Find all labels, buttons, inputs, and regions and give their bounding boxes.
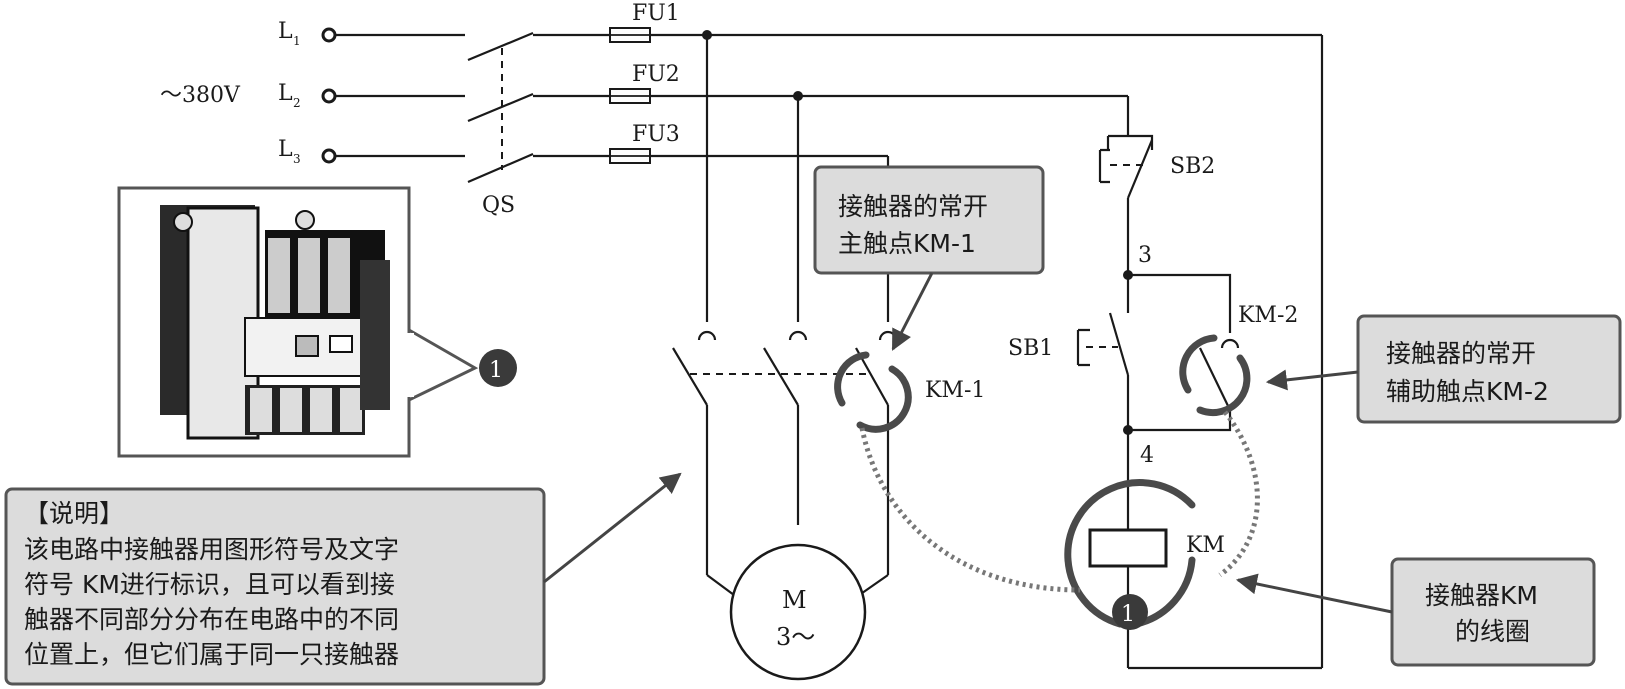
coil-badge: 1: [1112, 594, 1148, 630]
svg-text:3～: 3～: [776, 623, 815, 651]
svg-text:2: 2: [293, 96, 301, 110]
voltage-label: ～380V: [160, 83, 241, 108]
svg-text:SB1: SB1: [1008, 336, 1053, 361]
svg-text:SB2: SB2: [1170, 154, 1215, 179]
svg-text:辅助触点KM-2: 辅助触点KM-2: [1386, 377, 1549, 406]
svg-text:FU2: FU2: [632, 62, 680, 87]
km1-label: KM-1: [925, 378, 985, 403]
svg-text:触器不同部分分布在电路中的不同: 触器不同部分分布在电路中的不同: [24, 605, 399, 634]
explanation-note: 【说明】 该电路中接触器用图形符号及文字 符号 KM进行标识，且可以看到接 触器…: [4, 472, 682, 686]
svg-text:L: L: [278, 137, 293, 162]
terminal-l2: ～380V L 2: [160, 81, 337, 110]
km2-label: KM-2: [1238, 303, 1298, 328]
contactor-illustration: [160, 205, 390, 440]
motor: M 3～: [706, 543, 889, 681]
svg-text:接触器KM: 接触器KM: [1425, 581, 1538, 610]
sb2-button: SB2: [1098, 134, 1215, 275]
callout-main-contact: 接触器的常开 主触点KM-1: [813, 165, 1045, 351]
svg-text:接触器的常开: 接触器的常开: [838, 192, 988, 221]
svg-text:符号 KM进行标识，且可以看到接: 符号 KM进行标识，且可以看到接: [24, 570, 395, 599]
main-contacts: KM-1: [672, 35, 985, 575]
callout-aux-contact: 接触器的常开 辅助触点KM-2: [1265, 314, 1622, 424]
contactor-photo-panel: [117, 186, 479, 458]
link-km2-to-coil: [1218, 410, 1260, 578]
svg-text:1: 1: [1121, 602, 1135, 627]
terminal-l3: L 3: [278, 137, 337, 166]
svg-text:接触器的常开: 接触器的常开: [1386, 339, 1536, 368]
svg-text:的线圈: 的线圈: [1455, 617, 1530, 646]
km-coil: KM: [1064, 430, 1225, 668]
qs-label: QS: [482, 193, 515, 218]
svg-text:L: L: [278, 81, 293, 106]
terminal-l1: L 1: [278, 19, 337, 48]
node-3: 3: [1138, 243, 1152, 268]
qs-switch: QS: [467, 31, 534, 218]
svg-text:该电路中接触器用图形符号及文字: 该电路中接触器用图形符号及文字: [24, 535, 399, 564]
svg-text:3: 3: [293, 152, 301, 166]
fuse-fu2: FU2: [609, 62, 680, 104]
callout-coil: 接触器KM 的线圈: [1235, 557, 1596, 667]
svg-text:FU1: FU1: [632, 1, 680, 26]
sb1-button: SB1: [1008, 275, 1130, 430]
svg-text:M: M: [782, 586, 807, 614]
fuse-fu1: FU1: [609, 1, 680, 43]
svg-text:1: 1: [489, 358, 503, 383]
node-4: 4: [1140, 443, 1154, 468]
fuse-fu3: FU3: [609, 122, 680, 164]
svg-text:FU3: FU3: [632, 122, 680, 147]
svg-text:位置上，但它们属于同一只接触器: 位置上，但它们属于同一只接触器: [24, 640, 399, 669]
svg-text:L: L: [278, 19, 293, 44]
photo-badge: 1: [479, 349, 517, 387]
coil-label: KM: [1186, 533, 1225, 558]
km2-aux-contact: KM-2: [1128, 273, 1298, 432]
link-km1-to-coil: [859, 427, 1081, 593]
svg-text:主触点KM-1: 主触点KM-1: [838, 229, 976, 258]
note-title: 【说明】: [24, 499, 124, 528]
svg-text:1: 1: [293, 34, 301, 48]
